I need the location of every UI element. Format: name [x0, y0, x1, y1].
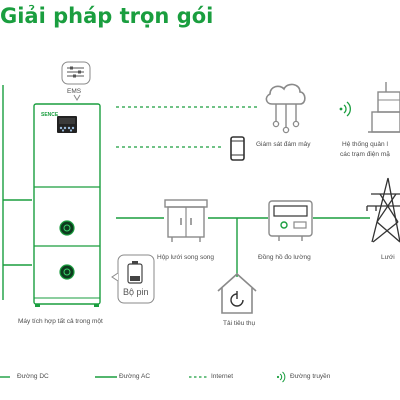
- mgmt-label-line1: Hệ thống quản l: [342, 141, 388, 148]
- legend-marks: [0, 371, 286, 383]
- ems-label: EMS: [67, 88, 82, 95]
- page-title: Giải pháp trọn gói: [0, 4, 214, 28]
- house-icon: [217, 272, 257, 314]
- legend-dc-label: Đường DC: [17, 373, 49, 380]
- combiner-label: Hộp lưới song song: [157, 254, 215, 261]
- cloud-network-icon: [265, 83, 306, 134]
- phone-icon: [230, 136, 245, 161]
- dc-line-left: [2, 85, 32, 300]
- battery-icon: [111, 254, 155, 304]
- all-in-one-cabinet: [33, 103, 101, 307]
- power-knob-upper: [59, 220, 75, 236]
- ac-lines: [116, 217, 370, 277]
- grid-label: Lưới: [381, 254, 395, 261]
- power-knob-lower: [59, 264, 75, 280]
- legend-ac-label: Đường AC: [119, 373, 151, 380]
- meter-icon: [268, 200, 313, 241]
- cloud-label: Giám sát đám mây: [256, 141, 311, 148]
- ems-icon: [61, 61, 91, 101]
- load-label: Tải tiêu thụ: [223, 320, 256, 327]
- mgmt-label-line2: các trạm điện mặ: [340, 151, 390, 158]
- brand-logo: SENCE: [41, 112, 59, 118]
- battery-label: Bộ pin: [123, 287, 149, 297]
- transmission-tower-icon: [366, 177, 400, 243]
- all-in-one-label: Máy tích hợp tất cả trong một: [18, 318, 103, 325]
- legend-wireless-label: Đường truyền: [290, 373, 331, 380]
- legend-internet-label: Internet: [211, 373, 234, 380]
- meter-label: Đồng hồ đo lường: [258, 254, 311, 261]
- monitor-tower-icon: [368, 82, 400, 133]
- wifi-icon: [339, 101, 351, 117]
- cabinet-icon: [164, 199, 208, 242]
